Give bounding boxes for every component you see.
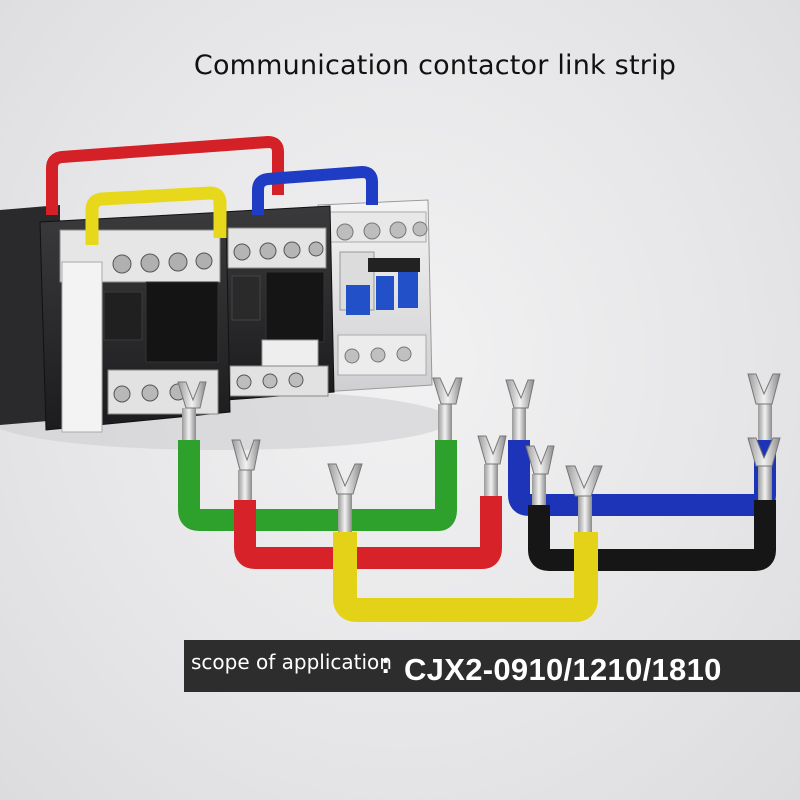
page-title: Communication contactor link strip	[193, 50, 677, 81]
top-link-bars	[46, 136, 378, 245]
contactor-left	[0, 205, 231, 433]
link-strip-green	[177, 377, 463, 531]
banner-separator: :	[381, 648, 391, 679]
banner-prefix: scope of application	[191, 650, 392, 674]
link-strip-red	[231, 435, 507, 569]
application-banner	[184, 640, 800, 692]
link-strip-yellow	[327, 463, 603, 622]
contactor-middle	[221, 205, 335, 401]
link-strip-blue	[505, 373, 781, 516]
contactor-right	[317, 199, 433, 393]
banner-models: CJX2-0910/1210/1810	[404, 652, 722, 687]
link-strip-black	[525, 437, 781, 571]
